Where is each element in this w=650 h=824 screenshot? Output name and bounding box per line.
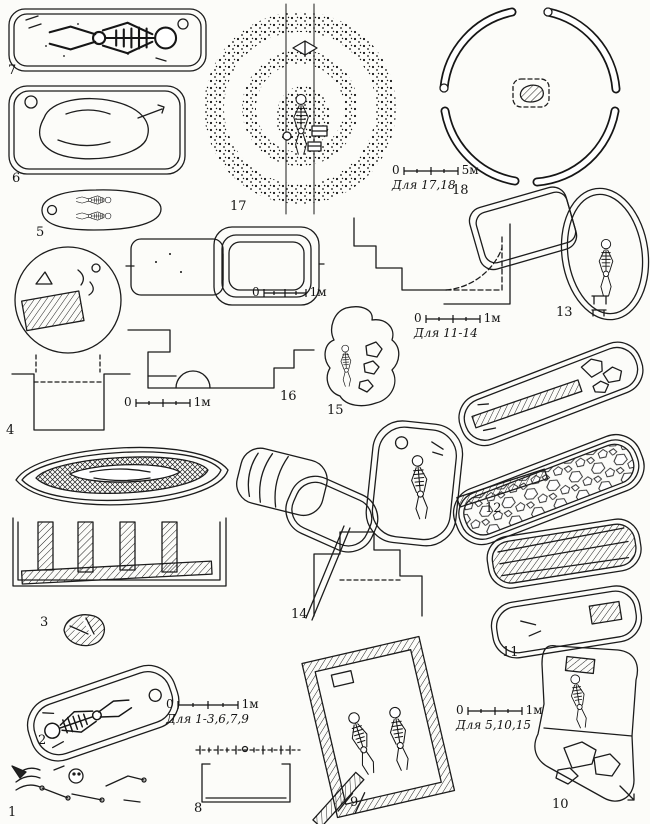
scale-line xyxy=(135,398,191,407)
scale-caption: Для 11-14 xyxy=(414,326,478,341)
grave-profile-3-drawing xyxy=(12,517,227,587)
stone-circle-plan-18-drawing xyxy=(439,7,621,187)
grave-plan-14-drawing xyxy=(236,420,464,553)
scale-bar-16-plan: 0 1м xyxy=(252,285,327,301)
grave-profile-14-drawing xyxy=(305,525,423,621)
grave-plan-4-drawing xyxy=(11,246,131,431)
grave-plan-11-drawing xyxy=(486,518,643,659)
grave-plan-2-drawing xyxy=(26,664,180,762)
scale-line xyxy=(263,288,307,297)
figure-label-4: 4 xyxy=(6,423,15,438)
figure-label-15: 15 xyxy=(327,403,344,418)
scale-line xyxy=(403,166,459,175)
scale-length: 1м xyxy=(483,311,501,325)
scale-line xyxy=(177,700,239,709)
scale-line xyxy=(467,706,523,715)
grave-plan-10-drawing xyxy=(534,644,639,802)
figure-label-9: 9 xyxy=(350,795,359,810)
figure-label-8: 8 xyxy=(194,801,203,816)
figure-label-10: 10 xyxy=(552,797,569,812)
figure-label-5: 5 xyxy=(36,225,45,240)
grave-plan-12-drawing xyxy=(452,341,645,546)
scale-zero: 0 xyxy=(456,703,464,717)
figure-label-3: 3 xyxy=(40,615,49,630)
figure-label-2: 2 xyxy=(38,733,47,748)
scale-zero: 0 xyxy=(166,697,174,711)
scale-bar-11-14: 0 1м Для 11-14 xyxy=(414,311,501,341)
scale-length: 5м xyxy=(461,163,479,177)
scale-length: 1м xyxy=(525,703,543,717)
scale-bar-17-18: 0 5м Для 17,18 xyxy=(392,163,479,193)
scale-zero: 0 xyxy=(124,395,132,409)
kurgan-plan-17-drawing xyxy=(204,3,397,215)
figure-label-11: 11 xyxy=(502,645,519,660)
scale-caption: Для 1-3,6,7,9 xyxy=(166,712,249,727)
grave-plan-16-drawing xyxy=(125,226,325,306)
figure-label-6: 6 xyxy=(12,171,21,186)
scale-bar-1-9: 0 1м Для 1-3,6,7,9 xyxy=(166,697,259,727)
scale-length: 1м xyxy=(241,697,259,711)
figure-label-12: 12 xyxy=(485,501,502,516)
scale-caption: Для 5,10,15 xyxy=(456,718,531,733)
scale-caption: Для 17,18 xyxy=(392,178,456,193)
figure-label-16: 16 xyxy=(280,389,297,404)
grave-plan-15-drawing xyxy=(324,306,400,407)
scale-length: 1м xyxy=(309,285,327,299)
bone-cluster-3-drawing xyxy=(63,614,105,647)
grave-plan-5-drawing xyxy=(41,189,162,231)
pit-profile-8-drawing xyxy=(195,745,301,803)
figure-label-18: 18 xyxy=(452,183,469,198)
grave-plan-13-drawing xyxy=(468,186,650,321)
grave-plan-7-drawing xyxy=(8,8,207,72)
figure-label-14: 14 xyxy=(291,607,308,622)
scale-bar-5-15: 0 1м Для 5,10,15 xyxy=(456,703,543,733)
grave-profile-11-14-drawing xyxy=(353,217,511,305)
scale-line xyxy=(425,314,481,323)
figure-label-13: 13 xyxy=(556,305,573,320)
figure-label-17: 17 xyxy=(230,199,247,214)
scale-length: 1м xyxy=(193,395,211,409)
bone-scatter-1-drawing xyxy=(11,765,147,803)
figure-label-7: 7 xyxy=(8,63,17,78)
grave-plan-3-drawing xyxy=(15,446,229,506)
scale-zero: 0 xyxy=(392,163,400,177)
figure-label-1: 1 xyxy=(8,805,17,820)
scale-zero: 0 xyxy=(252,285,260,299)
grave-plan-9-drawing xyxy=(301,635,456,824)
scale-bar-16-profile: 0 1м xyxy=(124,395,211,411)
grave-profile-16-drawing xyxy=(127,329,315,389)
scale-zero: 0 xyxy=(414,311,422,325)
grave-plan-6-drawing xyxy=(8,85,186,175)
